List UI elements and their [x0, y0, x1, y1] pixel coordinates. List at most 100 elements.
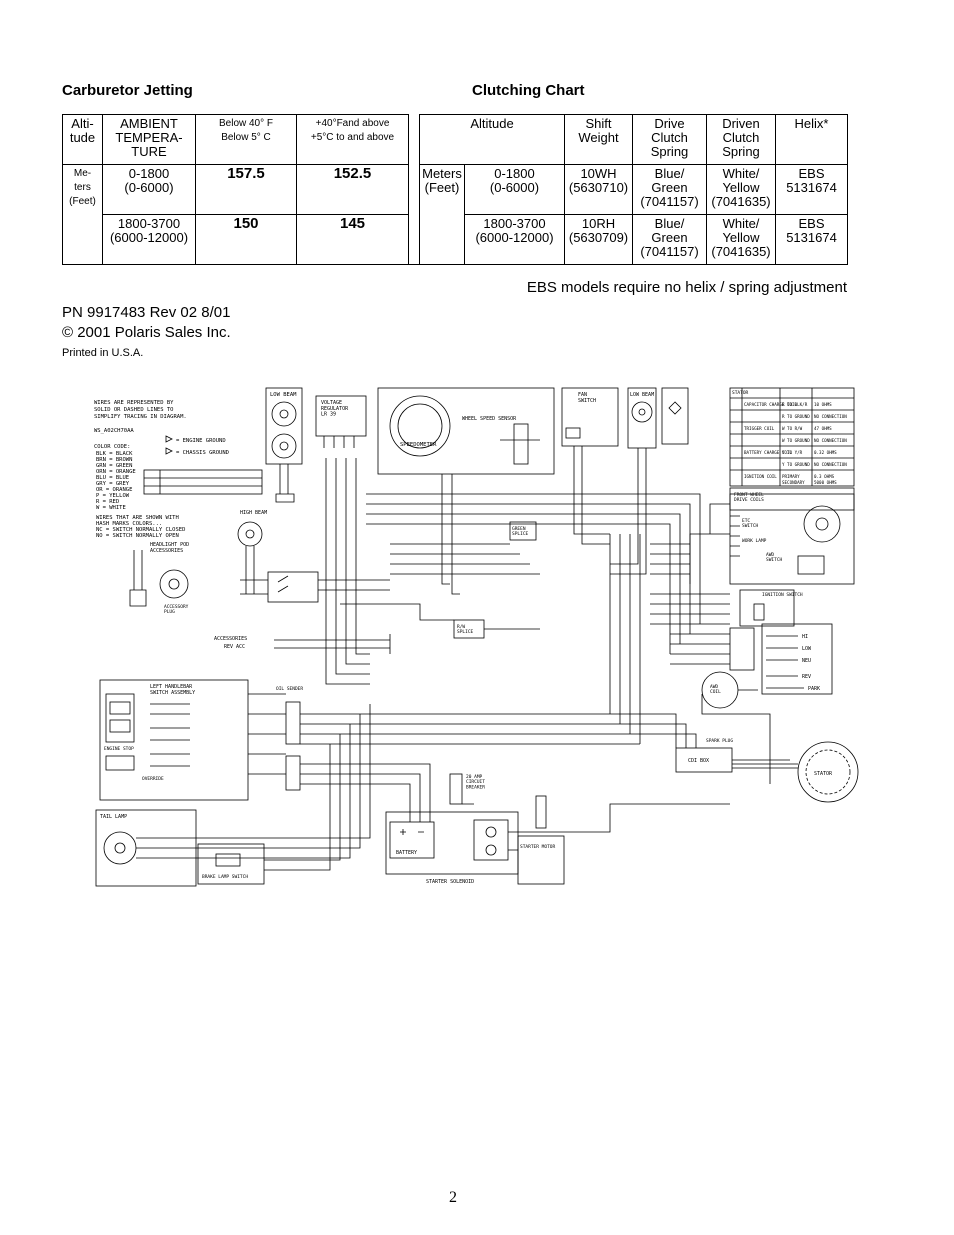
clutch-row0-drive: Blue/ Green (7041157) [632, 164, 707, 215]
tail-lamp-wires [136, 837, 178, 859]
clutch-row1-shift-text: 10RH (5630709) [568, 216, 629, 245]
text-line: AWD [766, 552, 774, 558]
rt-cell: NO CONNECTION [814, 438, 847, 443]
printed-in: Printed in U.S.A. [62, 347, 144, 359]
wires-note-line: SOLID OR DASHED LINES TO [94, 407, 173, 413]
color-code-item: R = RED [96, 499, 119, 505]
wiring-diagram: WIRES ARE REPRESENTED BY SOLID OR DASHED… [94, 387, 859, 887]
low-beam-left-label: LOW BEAM [270, 392, 297, 398]
resistance-table [729, 387, 855, 487]
clutch-row0-range: 0-1800 (0-6000) [464, 164, 565, 215]
stator-windings [805, 749, 851, 795]
rt-cell: 10 OHMS [814, 402, 832, 407]
model-number: WS_A02CH70AA [94, 428, 134, 434]
text-line: SWITCH ASSEMBLY [150, 690, 195, 696]
low-beam-connector [275, 464, 295, 503]
clutch-unit-text: Meters (Feet) [422, 166, 462, 195]
low-beam-right-label: LOW BEAM [630, 392, 654, 398]
switch-note-line: HASH MARKS COLORS... [96, 521, 162, 527]
text-line: 20 AMP [466, 774, 483, 780]
text-line: SWITCH [766, 557, 783, 563]
carb-col-ambient: AMBIENT TEMPERA- TURE [102, 114, 196, 165]
clutch-col-shift: Shift Weight [564, 114, 633, 165]
carb-unit-text: Me- ters (Feet) [69, 168, 96, 207]
wheel-speed-sensor [513, 423, 529, 465]
rt-cell: SECONDARY [782, 480, 805, 485]
override-label: OVERRIDE [142, 776, 164, 782]
rt-cell: NO CONNECTION [814, 462, 847, 467]
text-line: AWD [710, 684, 718, 690]
ebs-note: EBS models require no helix / spring adj… [526, 279, 847, 296]
clutch-unit: Meters (Feet) [419, 164, 465, 265]
throttle-center [815, 517, 829, 531]
clutch-row0-shift-text: 10WH (5630710) [568, 166, 629, 195]
rt-cell: 0.3 OHMS [814, 474, 835, 479]
text-line: SWITCH [578, 398, 596, 404]
color-code-item: BLK = BLACK [96, 451, 133, 457]
headlight-switch [267, 571, 319, 603]
cdi-box-label: CDI BOX [688, 758, 709, 764]
gear-labels: HI LOW NEU REV PARK [802, 634, 820, 692]
text-line: REGULATOR [321, 406, 349, 412]
jetting-clutching-table: Alti- tude AMBIENT TEMPERA- TURE Below 4… [62, 114, 848, 265]
carb-col-ambient-text: AMBIENT TEMPERA- TURE [115, 116, 183, 159]
accessory-plug [159, 569, 189, 599]
left-handlebar-contacts [150, 703, 190, 767]
regulator-pins [323, 436, 355, 448]
wires-note-line: WIRES ARE REPRESENTED BY [94, 400, 174, 406]
wheel-speed-sensor-label: WHEEL SPEED SENSOR [462, 416, 517, 422]
carb-col-altitude: Alti- tude [62, 114, 103, 165]
stator-letters: STATOR [732, 390, 749, 396]
rt-cell: IGNITION COIL [744, 474, 777, 479]
part-number: PN 9917483 Rev 02 8/01 [62, 304, 231, 321]
rt-cell: 47 OHMS [814, 426, 832, 431]
high-beam-wires [245, 546, 255, 594]
clutch-col-driven-text: Driven Clutch Spring [722, 116, 760, 159]
carb-col-altitude-text: Alti- tude [69, 116, 96, 145]
throttle-control [803, 505, 841, 543]
clutch-row0-helix-text: EBS 5131674 [786, 166, 837, 195]
speedometer-inner [397, 403, 443, 449]
chassis-ground-label: = CHASSIS GROUND [176, 450, 229, 456]
clutch-col-driven: Driven Clutch Spring [706, 114, 776, 165]
gear-rev: REV [802, 674, 811, 680]
low-beam-right [627, 387, 657, 449]
work-lamp-label: WORK LAMP [742, 538, 767, 544]
text-line: PLUG [164, 609, 175, 615]
bulb-center [245, 529, 255, 539]
carb-row0-cold: 157.5 [195, 164, 297, 215]
text-line: BREAKER [466, 784, 485, 790]
gear-contacts [766, 635, 804, 689]
headlight-switch-contacts [277, 575, 289, 593]
green-splice [509, 521, 537, 541]
low-beam-left [265, 387, 303, 465]
text-line: SWITCH [742, 523, 759, 529]
clutch-row1-drive-text: Blue/ Green (7041157) [640, 216, 699, 259]
speedometer-dial [389, 395, 451, 457]
wires-note: WIRES ARE REPRESENTED BY SOLID OR DASHED… [94, 400, 229, 539]
text-line: LR 39 [321, 412, 336, 418]
gear-low: LOW [802, 646, 812, 652]
starter-solenoid-label: STARTER SOLENOID [426, 879, 474, 885]
text-line: DRIVE COILS [734, 497, 764, 503]
color-code-title: COLOR CODE: [94, 444, 130, 450]
low-beam-left-bulb [271, 401, 297, 427]
rt-cell: 5000 OHMS [814, 480, 837, 485]
resistance-table-rows [730, 397, 854, 471]
switch-note-line: NO = SWITCH NORMALLY OPEN [96, 533, 179, 539]
carb-row1-range: 1800-3700 (6000-12000) [102, 214, 196, 265]
clutch-col-drive-text: Drive Clutch Spring [650, 116, 689, 159]
clutch-row0-driven-text: White/ Yellow (7041635) [711, 166, 771, 209]
clutch-row1-helix: EBS 5131674 [775, 214, 848, 265]
rt-cell: Y TO Y/R [782, 450, 803, 455]
regulator-wires [325, 458, 357, 514]
text-line: LEFT HANDLEBAR [150, 684, 193, 690]
clutch-row1-driven-text: White/ Yellow (7041635) [711, 216, 771, 259]
